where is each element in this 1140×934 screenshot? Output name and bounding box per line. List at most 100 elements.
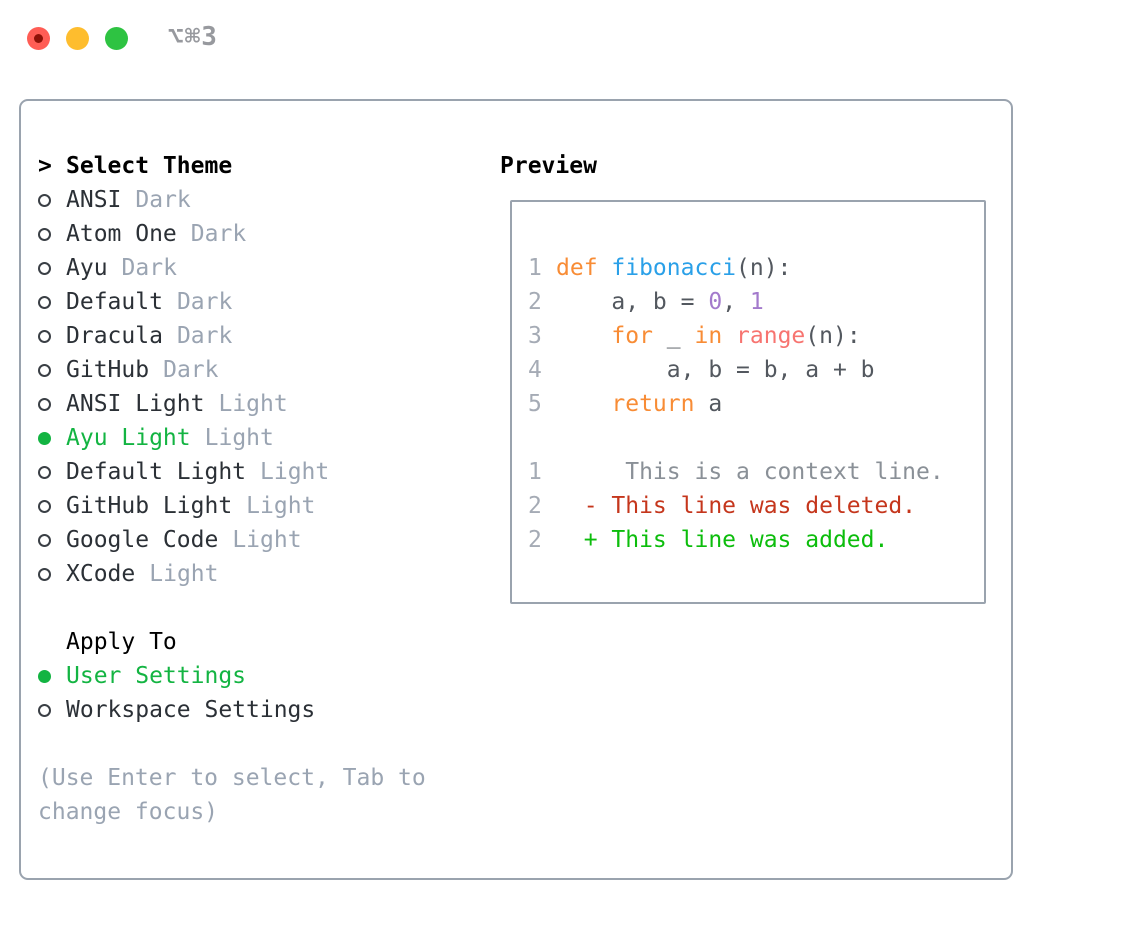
line-number: 2 [528, 493, 542, 519]
theme-option-github[interactable]: GitHub Dark [38, 353, 478, 387]
window-shortcut-label: ⌥⌘3 [168, 22, 218, 52]
code-token-keyword: def [556, 255, 612, 281]
radio-icon [38, 567, 52, 581]
theme-option-ayu-light[interactable]: Ayu Light Light [38, 421, 478, 455]
code-line: 2 a, b = 0, 1 [528, 285, 984, 319]
code-token-default: a, b = b, a + b [556, 357, 875, 383]
theme-list-header: > Select Theme [38, 149, 478, 183]
code-line: 1 This is a context line. [528, 455, 984, 489]
code-token-default: , [722, 289, 750, 315]
theme-variant-label: Light [149, 561, 219, 587]
apply-to-header: Apply To [38, 625, 478, 659]
zoom-button[interactable] [105, 27, 128, 50]
code-token-number: 1 [749, 289, 764, 315]
code-token-number: 0 [708, 289, 723, 315]
code-line: 2 - This line was deleted. [528, 489, 984, 523]
theme-variant-label: Dark [190, 221, 247, 247]
code-token-function: fibonacci [611, 255, 737, 281]
help-text: (Use Enter to select, Tab to change focu… [38, 765, 426, 825]
theme-option-label: Dracula [66, 323, 163, 349]
theme-option-label: ANSI Light [66, 391, 205, 417]
theme-variant-label: Dark [121, 255, 177, 281]
radio-icon [38, 465, 52, 479]
theme-option-default[interactable]: Default Dark [38, 285, 478, 319]
theme-option-label: Default [66, 289, 163, 315]
line-number: 1 [528, 459, 542, 485]
code-token-keyword: return [611, 391, 695, 417]
radio-icon [38, 261, 52, 275]
theme-variant-label: Light [218, 391, 288, 417]
minimize-button[interactable] [66, 27, 89, 50]
spacer [38, 591, 478, 625]
code-token-builtin: range [736, 323, 806, 349]
theme-option-dracula[interactable]: Dracula Dark [38, 319, 478, 353]
code-token-default: a [694, 391, 723, 417]
theme-option-ansi-light[interactable]: ANSI Light Light [38, 387, 478, 421]
radio-icon [38, 499, 52, 513]
apply-to-title: Apply To [66, 629, 177, 655]
theme-option-default-light[interactable]: Default Light Light [38, 455, 478, 489]
titlebar: ⌥⌘3 [0, 0, 1140, 78]
theme-variant-label: Light [246, 493, 316, 519]
theme-option-label: Default Light [66, 459, 247, 485]
radio-selected-icon [38, 669, 52, 683]
theme-variant-label: Dark [176, 323, 233, 349]
theme-variant-label: Light [204, 425, 274, 451]
theme-option-github-light[interactable]: GitHub Light Light [38, 489, 478, 523]
code-line: 3 for _ in range(n): [528, 319, 984, 353]
line-number: 2 [528, 527, 542, 553]
radio-icon [38, 193, 52, 207]
apply-option-label: User Settings [66, 663, 247, 689]
code-token-keyword: in [694, 323, 723, 349]
radio-icon [38, 295, 52, 309]
cursor-icon: > [38, 153, 52, 179]
theme-variant-label: Dark [176, 289, 233, 315]
radio-icon [38, 227, 52, 241]
code-token-default [556, 391, 611, 417]
close-button-dot [34, 34, 43, 43]
code-token-default: a, b = [556, 289, 709, 315]
code-token-context: This is a context line. [556, 459, 944, 485]
radio-icon [38, 533, 52, 547]
theme-option-ansi[interactable]: ANSI Dark [38, 183, 478, 217]
theme-variant-label: Dark [163, 357, 219, 383]
code-token-default [722, 323, 736, 349]
line-number: 2 [528, 289, 542, 315]
code-token-default: _ [652, 323, 695, 349]
close-button[interactable] [27, 27, 50, 50]
theme-variant-label: Light [260, 459, 330, 485]
radio-selected-icon [38, 431, 52, 445]
theme-option-label: ANSI [66, 187, 122, 213]
apply-option-workspace-settings[interactable]: Workspace Settings [38, 693, 478, 727]
preview-title: Preview [500, 153, 597, 179]
theme-option-atom-one[interactable]: Atom One Dark [38, 217, 478, 251]
theme-variant-label: Dark [135, 187, 191, 213]
theme-option-label: Ayu Light [66, 425, 191, 451]
theme-option-label: Google Code [66, 527, 219, 553]
theme-option-xcode[interactable]: XCode Light [38, 557, 478, 591]
theme-option-label: Atom One [66, 221, 177, 247]
spacer [528, 421, 984, 455]
theme-option-label: XCode [66, 561, 136, 587]
diff-preview: 1 This is a context line.2 - This line w… [528, 455, 984, 557]
theme-option-label: GitHub [66, 357, 150, 383]
radio-icon [38, 397, 52, 411]
line-number: 3 [528, 323, 542, 349]
code-token-deleted: - This line was deleted. [556, 493, 917, 519]
code-line: 2 + This line was added. [528, 523, 984, 557]
theme-option-label: GitHub Light [66, 493, 233, 519]
theme-list-title: Select Theme [66, 153, 233, 179]
apply-option-user-settings[interactable]: User Settings [38, 659, 478, 693]
code-token-keyword: for [611, 323, 653, 349]
code-token-default [556, 323, 611, 349]
line-number: 5 [528, 391, 542, 417]
code-token-default: (n): [805, 323, 861, 349]
line-number: 4 [528, 357, 542, 383]
